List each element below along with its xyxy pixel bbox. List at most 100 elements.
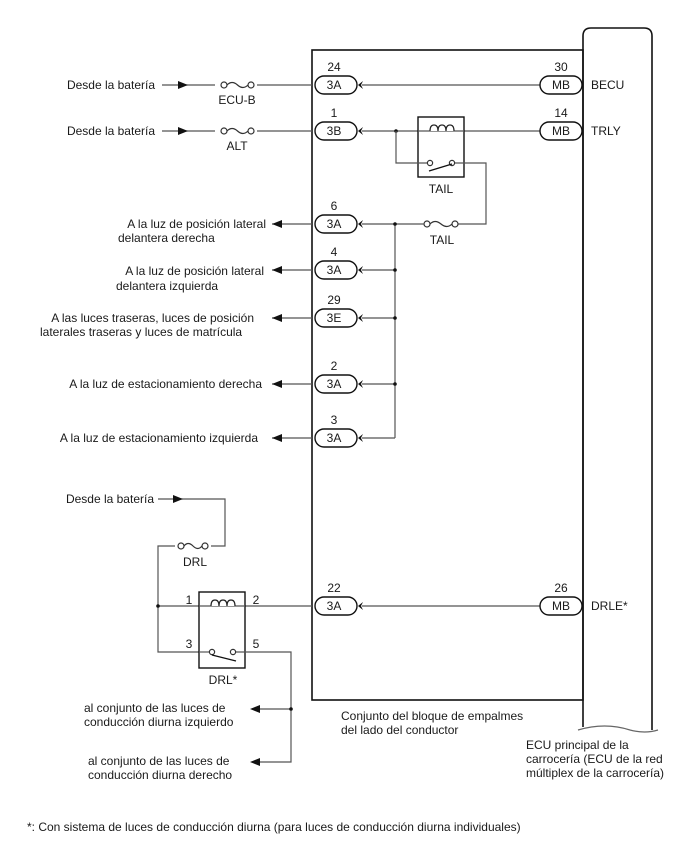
connector-terminal-icon — [358, 314, 363, 322]
connector-3a-pin-2: 3A2 — [314, 359, 363, 394]
connector-terminal-icon — [358, 602, 363, 610]
fuse-ecu-b-icon — [215, 80, 257, 90]
connector-code: 3A — [327, 263, 342, 277]
output-parking-left-label: A la luz de estacionamiento izquierda — [60, 431, 258, 445]
junction-block-box — [311, 49, 584, 701]
connector-pin: 4 — [331, 245, 338, 259]
output-front-left-side-label: A la luz de posición lateral — [125, 264, 264, 278]
drl-pin-2: 2 — [253, 593, 260, 607]
connector-pin: 1 — [331, 106, 338, 120]
connector-pin: 24 — [327, 60, 341, 74]
connector-code: 3E — [327, 311, 342, 325]
output-parking-right-label: A la luz de estacionamiento derecha — [69, 377, 262, 391]
fuse-alt-icon — [215, 126, 257, 136]
connector-pin: 29 — [327, 293, 341, 307]
drl-relay-coil-icon — [210, 599, 236, 607]
connector-3a-pin-4: 3A4 — [314, 245, 363, 280]
output-front-left-side-label-2: delantera izquierda — [116, 279, 218, 293]
connector-terminal-icon — [358, 380, 363, 388]
connector-code: 3A — [327, 599, 342, 613]
signal-label: BECU — [591, 78, 624, 92]
drl-relay-label: DRL* — [209, 673, 238, 687]
fuse-ecu-b-label: ECU-B — [218, 93, 255, 107]
connector-3a-pin-3: 3A3 — [314, 413, 363, 448]
connector-code: 3A — [327, 431, 342, 445]
drl-pin-3: 3 — [186, 637, 193, 651]
connector-code: MB — [552, 78, 570, 92]
connector-3a-pin-6: 3A6 — [314, 199, 363, 234]
arrow-icon — [178, 127, 188, 135]
junction-block-label-2: del lado del conductor — [341, 723, 458, 737]
arrow-icon — [178, 81, 188, 89]
output-wires — [272, 220, 312, 442]
arrow-icon — [250, 705, 260, 713]
connector-terminal-icon — [358, 220, 363, 228]
arrow-icon — [173, 495, 183, 503]
output-drl-right-label-2: conducción diurna derecho — [88, 768, 232, 782]
connector-code: MB — [552, 599, 570, 613]
signal-label: DRLE* — [591, 599, 628, 613]
junction-dot — [393, 382, 397, 386]
connector-terminal-icon — [358, 127, 363, 135]
junction-block-label: Conjunto del bloque de empalmes — [341, 709, 523, 723]
output-rear-label-2: laterales traseras y luces de matrícula — [40, 325, 242, 339]
junction-dot — [289, 707, 293, 711]
drl-pin-1: 1 — [186, 593, 193, 607]
junction-dot — [393, 268, 397, 272]
arrow-icon — [250, 758, 260, 766]
drl-switch-contact — [208, 648, 216, 656]
junction-dot — [156, 604, 160, 608]
connector-code: 3A — [327, 217, 342, 231]
junction-dot — [393, 222, 397, 226]
connector-pin: 3 — [331, 413, 338, 427]
tail-relay-coil-icon — [429, 124, 455, 132]
output-front-right-side-label: A la luz de posición lateral — [127, 217, 266, 231]
fuse-drl-icon — [175, 541, 211, 551]
junction-dot — [393, 316, 397, 320]
source-battery-3: Desde la batería — [66, 492, 154, 506]
drl-pin-5: 5 — [253, 637, 260, 651]
wire-drl-out — [236, 651, 292, 763]
output-front-right-side-label-2: delantera derecha — [118, 231, 215, 245]
output-rear-label: A las luces traseras, luces de posición — [51, 311, 254, 325]
connector-pin: 6 — [331, 199, 338, 213]
connector-code: MB — [552, 124, 570, 138]
fuse-tail-label: TAIL — [430, 233, 455, 247]
ecu-label: ECU principal de la — [526, 738, 629, 752]
footnote: *: Con sistema de luces de conducción di… — [27, 820, 521, 834]
connector-terminal-icon — [358, 266, 363, 274]
connector-pin: 30 — [554, 60, 568, 74]
connector-code: 3B — [327, 124, 342, 138]
ecu-box-wavy-edge — [577, 725, 659, 733]
connector-terminal-icon — [358, 81, 363, 89]
connector-code: 3A — [327, 377, 342, 391]
signal-label: TRLY — [591, 124, 621, 138]
tail-switch-contact — [426, 159, 434, 167]
drl-switch-icon — [211, 654, 237, 662]
output-drl-right-label: al conjunto de las luces de — [88, 754, 230, 768]
ecu-label-3: múltiplex de la carrocería) — [526, 766, 664, 780]
ecu-box — [582, 27, 653, 730]
connector-code: 3A — [327, 78, 342, 92]
output-drl-left-label: al conjunto de las luces de — [84, 701, 226, 715]
output-drl-left-label-2: conducción diurna izquierdo — [84, 715, 234, 729]
wire-tail-relay-out — [455, 162, 487, 225]
fuse-drl-label: DRL — [183, 555, 207, 569]
connector-3b-pin-1: 3B1 — [314, 106, 363, 141]
source-battery-1: Desde la batería — [67, 78, 155, 92]
connector-pin: 22 — [327, 581, 341, 595]
connector-pin: 14 — [554, 106, 568, 120]
wire-tail-relay-in — [395, 131, 430, 164]
connector-pin: 26 — [554, 581, 568, 595]
connector-pin: 2 — [331, 359, 338, 373]
connector-terminal-icon — [358, 434, 363, 442]
